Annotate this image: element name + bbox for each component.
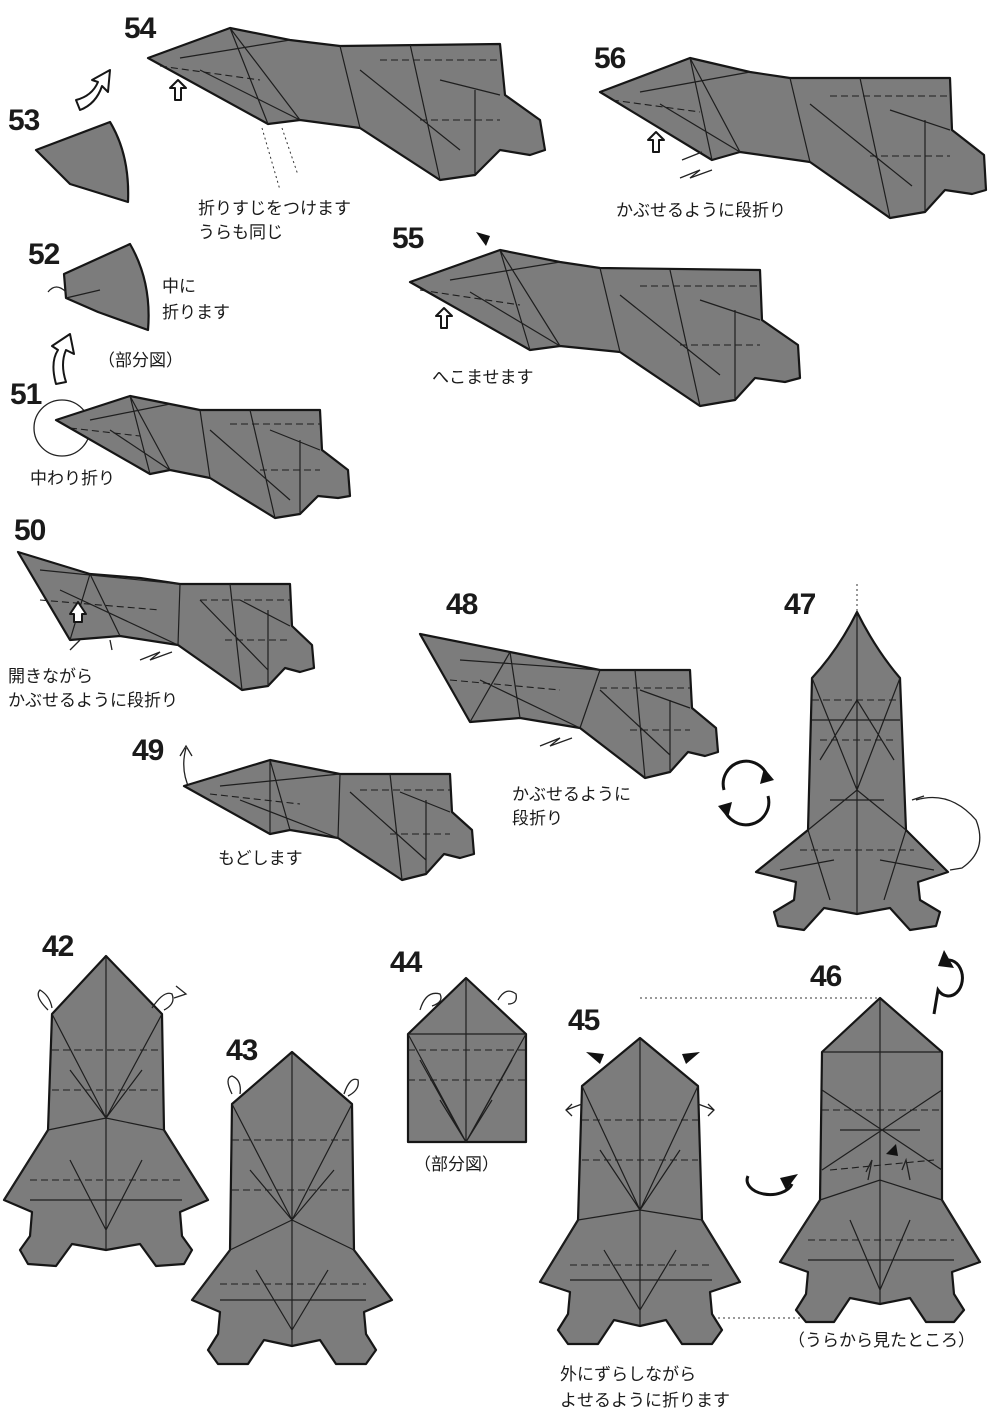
- step-number: 48: [446, 588, 478, 621]
- step-55: 55 へこませます: [392, 222, 802, 408]
- step-number: 44: [390, 946, 423, 979]
- turn-over-icon: [745, 1174, 798, 1197]
- push-arrow-icon: [435, 307, 453, 329]
- caption: へこませます: [432, 368, 534, 388]
- push-arrow-icon: [476, 232, 490, 246]
- step-number: 49: [132, 734, 164, 767]
- step-number: 52: [28, 238, 60, 271]
- caption: 中わり折り: [30, 469, 115, 489]
- step-54: 54 折りすじをつけます うらも同じ: [124, 12, 547, 243]
- step-50-paper: [16, 550, 316, 692]
- step-number: 47: [784, 588, 816, 621]
- rotate-icon: [718, 759, 774, 827]
- caption-line: 折ります: [162, 303, 230, 323]
- step-number: 55: [392, 222, 424, 255]
- caption-line: 外にずらしながら: [560, 1365, 696, 1385]
- caption: （部分図）: [414, 1155, 499, 1175]
- step-number: 42: [42, 930, 74, 963]
- push-arrow-icon: [586, 1052, 604, 1064]
- fold-arrow-icon: [75, 69, 111, 111]
- step-42: 42: [2, 930, 210, 1268]
- step-49: 49 もどします: [132, 734, 476, 882]
- step-51: 51 中わり折り: [10, 378, 352, 520]
- step-number: 43: [226, 1034, 258, 1067]
- step-50: 50 開きながら かぶせるように段折り: [8, 514, 316, 711]
- step-56-paper: [598, 56, 988, 220]
- step-44-paper: [406, 976, 528, 1144]
- caption-line: 折りすじをつけます: [198, 199, 351, 219]
- caption-line: 開きながら: [8, 667, 93, 687]
- push-arrow-icon: [647, 131, 665, 153]
- step-53-paper: [34, 120, 130, 204]
- step-52-paper: [62, 242, 150, 332]
- step-43: 43: [190, 1034, 394, 1366]
- step-number: 54: [124, 12, 157, 45]
- step-number: 50: [14, 514, 46, 547]
- step-number: 51: [10, 378, 42, 411]
- step-number: 45: [568, 1004, 600, 1037]
- caption-line: よせるように折ります: [560, 1391, 730, 1411]
- caption: （うらから見たところ）: [788, 1331, 975, 1351]
- step-53: 53: [8, 104, 130, 204]
- push-arrow-icon: [169, 79, 187, 101]
- step-54-paper: [146, 26, 547, 182]
- step-49-paper: [182, 758, 476, 882]
- step-47-paper: [754, 610, 950, 932]
- step-number: 56: [594, 42, 626, 75]
- push-arrow-icon: [682, 1052, 700, 1064]
- caption-line: うらも同じ: [198, 223, 283, 243]
- caption: もどします: [218, 849, 303, 869]
- fold-arrow-icon: [51, 333, 75, 385]
- turn-over-icon: [932, 950, 964, 1015]
- push-arrow-icon: [69, 601, 87, 623]
- caption: かぶせるように段折り: [616, 201, 786, 221]
- step-55-paper: [408, 248, 802, 408]
- caption-line: 中に: [162, 277, 196, 297]
- step-number: 46: [810, 960, 842, 993]
- step-number: 53: [8, 104, 40, 137]
- push-arrow-icon: [886, 1144, 898, 1156]
- caption-line: かぶせるように段折り: [8, 691, 178, 711]
- step-52: 52 中に 折ります （部分図）: [28, 238, 230, 371]
- step-47: 47: [754, 584, 981, 932]
- step-51-paper: [54, 394, 352, 520]
- step-46: 46 （うらから見たところ）: [640, 960, 982, 1351]
- step-48: 48 かぶせるように 段折り: [418, 588, 720, 829]
- step-48-paper: [418, 632, 720, 780]
- step-45: 45 外にずらしながら よせるように折ります: [538, 1004, 742, 1411]
- step-44: 44 （部分図）: [390, 946, 528, 1175]
- step-56: 56 かぶせるように段折り: [594, 42, 988, 221]
- caption-line: かぶせるように: [512, 785, 631, 805]
- caption-line: 段折り: [512, 809, 563, 829]
- sub-caption: （部分図）: [98, 351, 183, 371]
